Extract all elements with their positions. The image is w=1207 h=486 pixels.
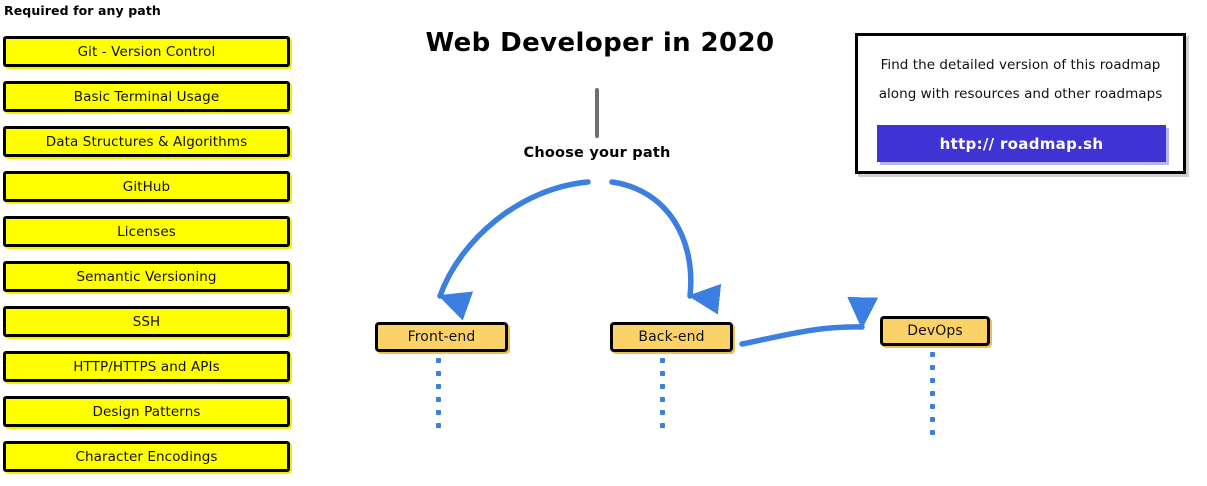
node-devops[interactable]: DevOps — [880, 316, 990, 346]
connector-dot — [436, 397, 441, 402]
required-item-data-structures-algorithms[interactable]: Data Structures & Algorithms — [3, 126, 290, 157]
node-label: DevOps — [907, 323, 963, 339]
required-item-label: GitHub — [122, 178, 171, 195]
connector-dot — [436, 371, 441, 376]
required-items-list: Git - Version Control Basic Terminal Usa… — [3, 36, 290, 486]
node-label: Back-end — [638, 329, 705, 345]
required-item-semantic-versioning[interactable]: Semantic Versioning — [3, 261, 290, 292]
connector-dot — [930, 417, 935, 422]
required-item-label: Basic Terminal Usage — [73, 88, 220, 105]
arrow-to-backend — [609, 179, 722, 315]
required-item-label: Semantic Versioning — [76, 268, 217, 285]
connector-dot — [930, 365, 935, 370]
connector-dot — [436, 410, 441, 415]
connector-dot — [436, 358, 441, 363]
required-item-git-version-control[interactable]: Git - Version Control — [3, 36, 290, 67]
required-item-licenses[interactable]: Licenses — [3, 216, 290, 247]
connector-dot — [930, 352, 935, 357]
required-item-label: Licenses — [117, 223, 176, 240]
roadmap-url-button[interactable]: http:// roadmap.sh — [877, 125, 1166, 162]
required-item-design-patterns[interactable]: Design Patterns — [3, 396, 290, 427]
connector-dot — [930, 404, 935, 409]
info-box-line-2: along with resources and other roadmaps — [878, 86, 1163, 102]
connector-dot — [436, 423, 441, 428]
required-item-label: HTTP/HTTPS and APIs — [73, 358, 220, 375]
choose-your-path-label: Choose your path — [523, 145, 671, 161]
connector-dot — [660, 384, 665, 389]
connector-dot — [930, 391, 935, 396]
required-item-ssh[interactable]: SSH — [3, 306, 290, 337]
connector-dot — [436, 384, 441, 389]
info-box-line-1: Find the detailed version of this roadma… — [880, 57, 1161, 73]
node-front-end[interactable]: Front-end — [375, 322, 508, 352]
required-item-label: Design Patterns — [92, 403, 201, 420]
roadmap-url-label: http:// roadmap.sh — [939, 134, 1104, 153]
required-item-label: Git - Version Control — [77, 43, 216, 60]
required-item-label: Character Encodings — [75, 448, 218, 465]
arrow-backend-to-devops — [739, 296, 879, 347]
info-box: Find the detailed version of this roadma… — [855, 33, 1186, 174]
dotted-connector-frontend — [436, 358, 441, 436]
title-stem-connector — [595, 88, 599, 138]
node-back-end[interactable]: Back-end — [610, 322, 733, 352]
required-item-label: SSH — [132, 313, 161, 330]
connector-dot — [930, 430, 935, 435]
page-title: Web Developer in 2020 — [425, 28, 775, 58]
required-item-http-https-and-apis[interactable]: HTTP/HTTPS and APIs — [3, 351, 290, 382]
dotted-connector-devops — [930, 352, 935, 436]
required-for-any-path-section: Required for any path Git - Version Cont… — [3, 0, 295, 472]
dotted-connector-backend — [660, 358, 665, 436]
connector-dot — [660, 371, 665, 376]
required-section-heading: Required for any path — [4, 3, 161, 18]
required-item-github[interactable]: GitHub — [3, 171, 290, 202]
required-item-basic-terminal-usage[interactable]: Basic Terminal Usage — [3, 81, 290, 112]
connector-dot — [930, 378, 935, 383]
connector-dot — [660, 410, 665, 415]
required-item-character-encodings[interactable]: Character Encodings — [3, 441, 290, 472]
connector-dot — [660, 358, 665, 363]
connector-dot — [660, 423, 665, 428]
arrow-to-frontend — [437, 179, 591, 321]
node-label: Front-end — [407, 329, 476, 345]
connector-dot — [660, 397, 665, 402]
required-item-label: Data Structures & Algorithms — [45, 133, 248, 150]
